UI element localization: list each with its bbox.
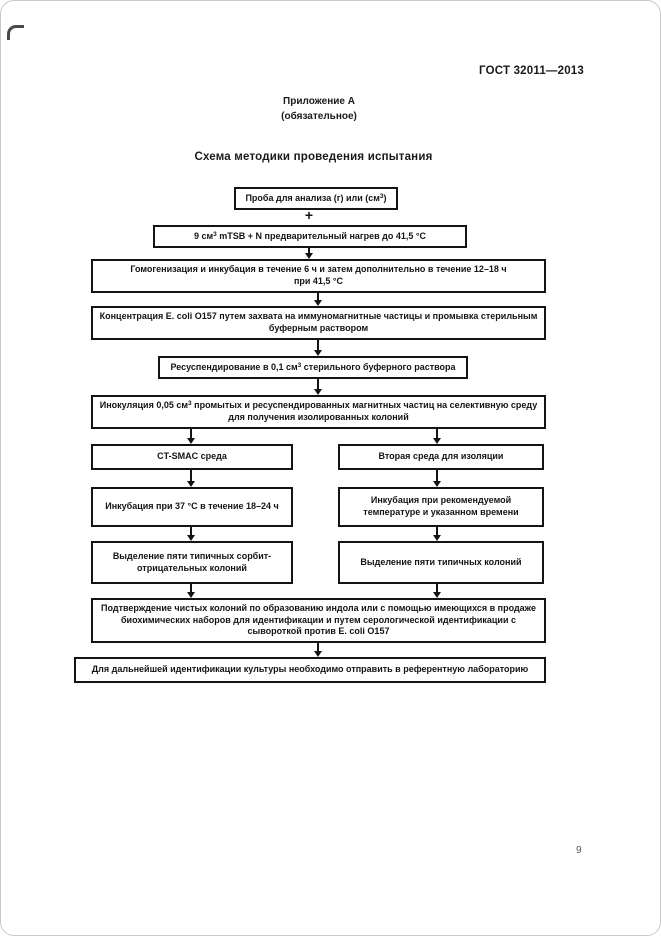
arrow-down-icon — [433, 470, 441, 487]
arrow-down-icon — [314, 340, 322, 356]
flow-box-reference-lab-text: Для дальнейшей идентификации культуры не… — [91, 664, 529, 675]
arrow-down-icon — [314, 293, 322, 306]
arrow-down-icon — [187, 470, 195, 487]
arrow-down-icon — [305, 248, 313, 259]
flow-box-incubation-right-text: Инкубация при рекомендуемой температуре … — [363, 495, 519, 517]
flow-box-isolation-right-text: Выделение пяти типичных колоний — [360, 556, 522, 567]
appendix-heading: Приложение А (обязательное) — [239, 95, 399, 124]
appendix-subtitle: (обязательное) — [281, 110, 357, 122]
standard-number: ГОСТ 32011—2013 — [479, 65, 584, 77]
flow-box-resuspension-text: Ресуспендирование в 0,1 см3 стерильного … — [170, 361, 456, 372]
appendix-title: Приложение А — [283, 96, 355, 107]
flow-box-inoculation-text: Инокуляция 0,05 см3 промытых и ресуспенд… — [99, 400, 538, 422]
flow-box-sample-text: Проба для анализа (г) или (см3) — [245, 192, 387, 203]
flow-box-homogenization: Гомогенизация и инкубация в течение 6 ч … — [91, 259, 546, 293]
flow-box-confirmation-text: Подтверждение чистых колоний по образова… — [101, 602, 536, 637]
arrow-down-icon — [187, 584, 195, 598]
flow-box-resuspension: Ресуспендирование в 0,1 см3 стерильного … — [158, 356, 468, 379]
flow-box-mtsb: 9 см3 mTSB + N предварительный нагрев до… — [153, 225, 467, 248]
flow-box-second-medium: Вторая среда для изоляции — [338, 444, 544, 470]
flow-box-homogenization-line2: при 41,5 °С — [293, 276, 344, 286]
flow-box-concentration: Концентрация E. coli O157 путем захвата … — [91, 306, 546, 340]
arrow-down-icon — [433, 429, 441, 444]
arrow-down-icon — [187, 527, 195, 541]
flow-box-incubation-left-text: Инкубация при 37 °С в течение 18–24 ч — [105, 501, 279, 512]
flow-box-isolation-right: Выделение пяти типичных колоний — [338, 541, 544, 584]
arrow-down-icon — [187, 429, 195, 444]
flow-box-confirmation: Подтверждение чистых колоний по образова… — [91, 598, 546, 643]
arrow-down-icon — [433, 527, 441, 541]
arrow-down-icon — [433, 584, 441, 598]
arrow-down-icon — [314, 379, 322, 395]
arrow-down-icon — [314, 643, 322, 657]
flow-box-isolation-left: Выделение пяти типичных сорбит-отрицател… — [91, 541, 293, 584]
flow-box-concentration-text: Концентрация E. coli O157 путем захвата … — [99, 311, 538, 333]
flow-box-second-medium-text: Вторая среда для изоляции — [378, 451, 504, 462]
flow-box-ctsmac-text: CT-SMAC среда — [157, 451, 227, 462]
flow-box-sample: Проба для анализа (г) или (см3) — [234, 187, 398, 210]
flow-box-inoculation: Инокуляция 0,05 см3 промытых и ресуспенд… — [91, 395, 546, 429]
flow-box-incubation-right: Инкубация при рекомендуемой температуре … — [338, 487, 544, 527]
flow-box-reference-lab: Для дальнейшей идентификации культуры не… — [74, 657, 546, 683]
plus-sign: + — [304, 207, 314, 223]
flow-box-mtsb-text: 9 см3 mTSB + N предварительный нагрев до… — [193, 230, 427, 241]
flow-box-isolation-left-text: Выделение пяти типичных сорбит-отрицател… — [112, 550, 272, 573]
flow-box-ctsmac: CT-SMAC среда — [91, 444, 293, 470]
scan-corner-artifact — [7, 25, 24, 40]
page-number: 9 — [576, 845, 582, 856]
page-title: Схема методики проведения испытания — [194, 151, 433, 163]
flow-box-homogenization-line1: Гомогенизация и инкубация в течение 6 ч … — [130, 264, 507, 275]
flow-box-incubation-left: Инкубация при 37 °С в течение 18–24 ч — [91, 487, 293, 527]
